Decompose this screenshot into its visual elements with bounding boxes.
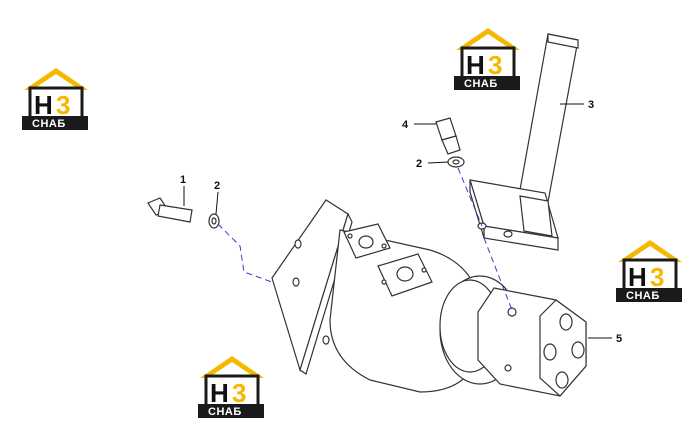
brand-logo-watermark: H 3 СНАБ <box>22 68 88 130</box>
lever-part <box>469 33 579 251</box>
washer-2-left-part <box>208 213 220 229</box>
callout-label: 2 <box>416 158 422 170</box>
bolt-4-part <box>435 117 461 155</box>
callout-label: 2 <box>214 180 220 192</box>
svg-text:H: H <box>210 378 229 408</box>
callout-bolt-4: 4 <box>402 119 436 131</box>
svg-text:H: H <box>466 50 485 80</box>
svg-text:3: 3 <box>232 378 246 408</box>
svg-text:3: 3 <box>650 262 664 292</box>
callout-washer-left: 2 <box>214 180 220 215</box>
svg-text:H: H <box>628 262 647 292</box>
svg-text:СНАБ: СНАБ <box>208 406 242 418</box>
svg-text:СНАБ: СНАБ <box>32 118 66 130</box>
washer-2-upper-part <box>447 156 465 168</box>
svg-text:3: 3 <box>488 50 502 80</box>
callout-label: 5 <box>616 333 622 345</box>
brand-logo-watermark: H 3 СНАБ <box>198 356 264 418</box>
callout-lever: 3 <box>560 99 594 111</box>
svg-text:H: H <box>34 90 53 120</box>
callout-washer-upper: 2 <box>416 158 449 170</box>
callout-housing: 5 <box>588 333 622 345</box>
callout-label: 3 <box>588 99 594 111</box>
brand-logo-watermark: H 3 СНАБ <box>454 28 520 90</box>
svg-text:3: 3 <box>56 90 70 120</box>
svg-text:СНАБ: СНАБ <box>626 290 660 302</box>
svg-text:СНАБ: СНАБ <box>464 78 498 90</box>
assembly-lines <box>217 167 513 311</box>
callout-label: 1 <box>180 174 186 186</box>
bolt-1-part <box>147 197 193 223</box>
brand-logo-watermark: H 3 СНАБ <box>616 240 682 302</box>
housing-part <box>271 199 587 397</box>
callout-label: 4 <box>402 119 409 131</box>
callout-bolt-1: 1 <box>180 174 186 206</box>
